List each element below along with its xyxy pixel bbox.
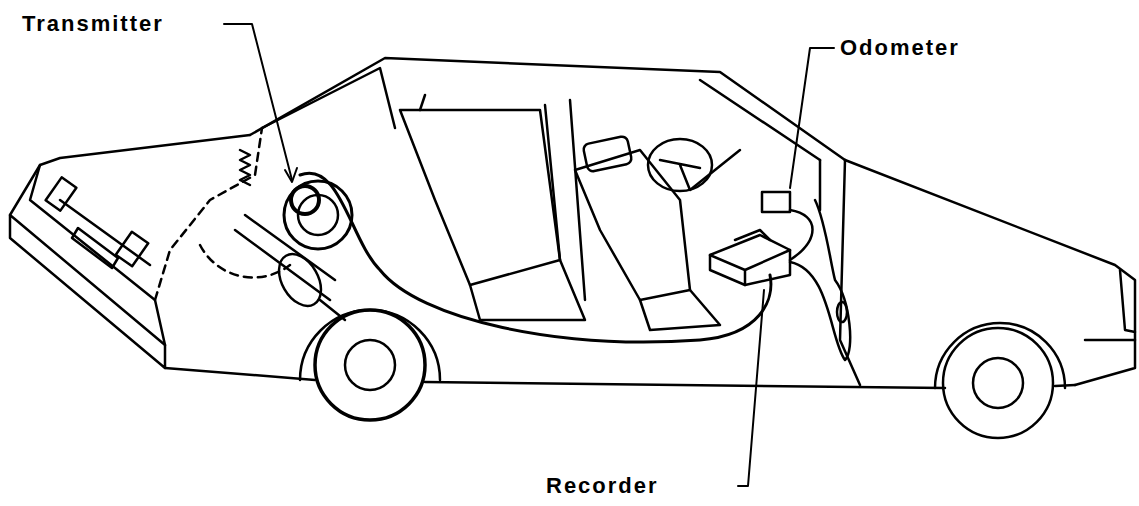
transmitter-coil [284, 181, 352, 249]
steering-column [660, 150, 740, 190]
leader-line [738, 290, 764, 486]
rear-bumper [10, 215, 165, 368]
part-label: Odometer [838, 36, 962, 60]
front-seat [575, 150, 690, 300]
b-pillar [570, 100, 585, 300]
rear-hub [345, 340, 395, 390]
rear-window [262, 68, 395, 128]
axle [320, 300, 345, 320]
rear-seat [400, 110, 560, 285]
front-bumper [1085, 339, 1135, 342]
differential [270, 247, 329, 313]
transmitter-unit [291, 186, 319, 214]
sill [425, 382, 945, 388]
leader-line [790, 48, 834, 188]
cable [300, 173, 771, 342]
tail-light [46, 177, 77, 210]
rear-panel [30, 165, 165, 345]
part-label: Transmitter [20, 12, 166, 36]
spring-symbol [240, 150, 250, 185]
trim-line [60, 200, 150, 265]
leader-line [224, 24, 292, 180]
rear-wheel [315, 310, 425, 420]
cable [790, 210, 813, 260]
trunk-line [10, 135, 250, 215]
front-hub [973, 358, 1023, 408]
wheel-arch [300, 310, 440, 380]
headrest [583, 136, 633, 173]
part-label: Recorder [544, 474, 661, 498]
wheel-well [200, 245, 290, 278]
recorder-box [710, 250, 790, 285]
recorder-box [735, 230, 770, 240]
sill [165, 368, 315, 380]
rear-seat-base [470, 260, 585, 320]
grille [1120, 270, 1135, 332]
hood-line [845, 160, 1135, 385]
leader-arrow [285, 168, 297, 182]
odometer-box [762, 192, 790, 212]
front-seat-base [640, 290, 720, 330]
recorder-box [710, 235, 790, 285]
cable [790, 200, 850, 360]
windshield-pillar [700, 80, 820, 160]
door-frame [420, 95, 560, 260]
license-plate [72, 228, 118, 268]
quarter-panel [155, 128, 262, 300]
roof-line [250, 58, 845, 160]
door-edge [819, 160, 822, 210]
connector-plug [837, 302, 847, 322]
front-wheel [943, 328, 1053, 438]
